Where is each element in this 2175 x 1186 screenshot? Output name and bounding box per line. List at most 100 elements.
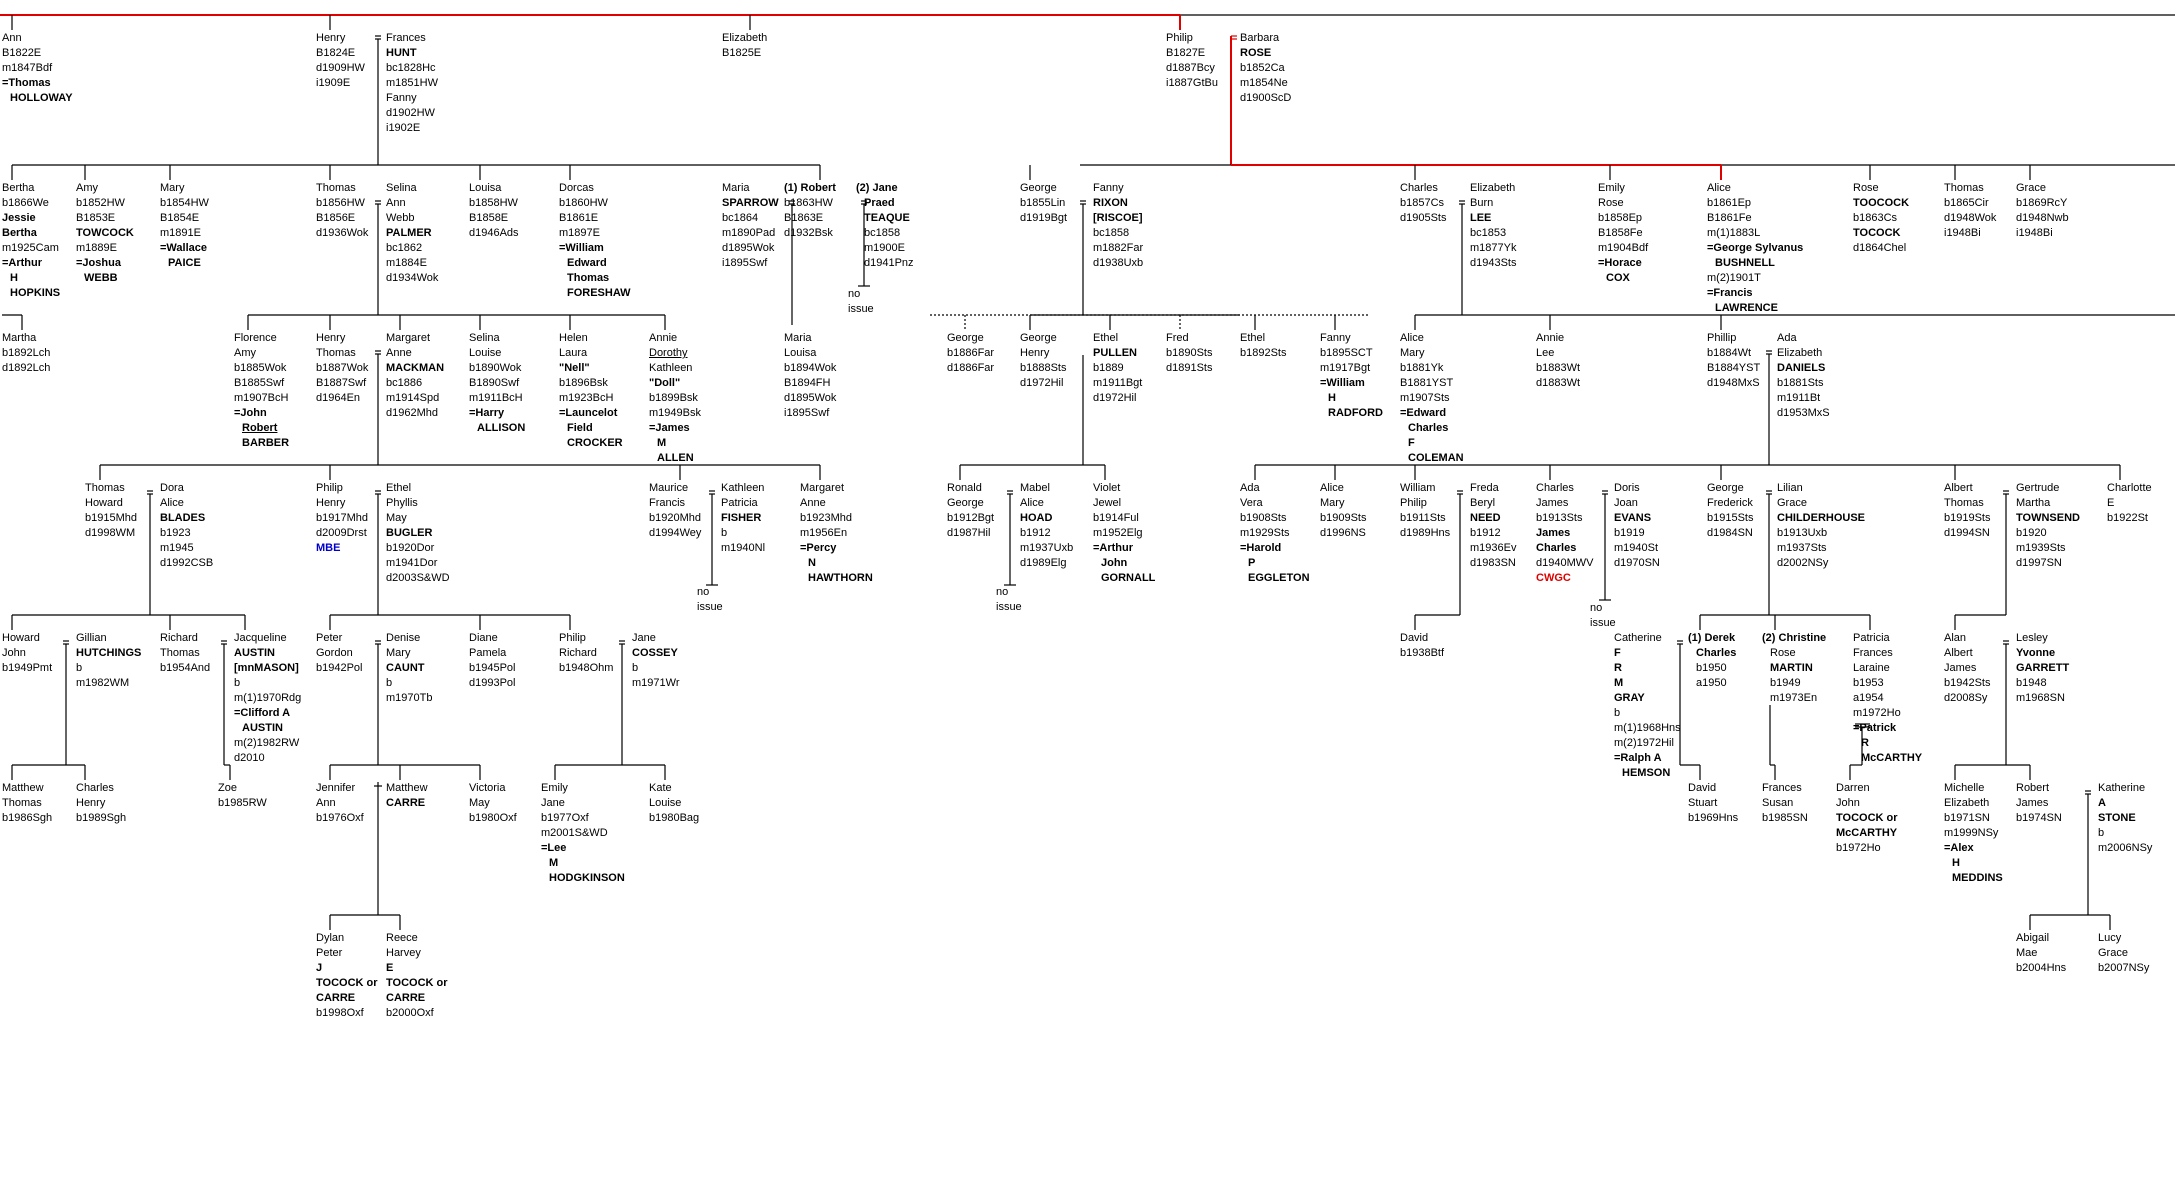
person-line: b1866We: [2, 197, 49, 209]
person-line: AUSTIN: [242, 722, 283, 734]
person-line: Grace: [1777, 497, 1807, 509]
person-line: Zoe: [218, 782, 237, 794]
person-line: George: [1020, 332, 1057, 344]
person-line: Patricia: [721, 497, 758, 509]
person-line: m1890Pad: [722, 227, 776, 239]
person-line: Selina: [386, 182, 417, 194]
person-line: d1900ScD: [1240, 92, 1292, 104]
person-line: James: [1944, 662, 1977, 674]
person-line: d1943Sts: [1470, 257, 1517, 269]
person-line: b: [721, 527, 728, 539]
person-line: Alan: [1944, 632, 1967, 644]
person-line: Fred: [1166, 332, 1189, 344]
person-line: Catherine: [1614, 632, 1662, 644]
person-line: Patricia: [1853, 632, 1890, 644]
person-line: David: [1400, 632, 1429, 644]
person-line: Matthew: [2, 782, 44, 794]
person-line: Ethel: [1240, 332, 1266, 344]
person-line: issue: [848, 303, 874, 315]
person-line: b1913Uxb: [1777, 527, 1828, 539]
person-line: Doris: [1614, 482, 1640, 494]
person-line: b1890Wok: [469, 362, 522, 374]
person-line: TEAQUE: [864, 212, 910, 224]
person-line: b1998Oxf: [316, 1007, 364, 1019]
person-line: d1994SN: [1944, 527, 1990, 539]
person-line: COLEMAN: [1408, 452, 1464, 464]
person-line: FORESHAW: [567, 287, 631, 299]
person-line: SPARROW: [722, 197, 779, 209]
person-line: d1992CSB: [160, 557, 214, 569]
person-line: m1911Bt: [1777, 392, 1821, 404]
person-line: b1887Wok: [316, 362, 369, 374]
person-line: b2004Hns: [2016, 962, 2067, 974]
person-line: bc1858: [1093, 227, 1130, 239]
person-line: bc1853: [1470, 227, 1507, 239]
person-line: Robert: [242, 422, 278, 434]
person-line: CROCKER: [567, 437, 623, 449]
person-line: HAWTHORN: [808, 572, 873, 584]
person-line: i1948Bi: [2016, 227, 2053, 239]
person-line: m1952Elg: [1093, 527, 1143, 539]
person-line: b1912Bgt: [947, 512, 995, 524]
person-line: Louisa: [784, 347, 817, 359]
person-line: AUSTIN: [234, 647, 275, 659]
person-line: Rose: [1853, 182, 1879, 194]
person-line: R: [1861, 737, 1869, 749]
person-line: McCARTHY: [1836, 827, 1898, 839]
person-line: b1858HW: [469, 197, 518, 209]
person-line: Albert: [1944, 647, 1973, 659]
person-line: b1919: [1614, 527, 1645, 539]
person-line: d2010: [234, 752, 265, 764]
person-line: Mary: [386, 647, 411, 659]
person-line: m1929Sts: [1240, 527, 1290, 539]
person-line: d1941Pnz: [864, 257, 914, 269]
person-line: m1914Spd: [386, 392, 440, 404]
person-line: =Alex: [1944, 842, 1974, 854]
person-line: CARRE: [316, 992, 356, 1004]
person-line: TOWNSEND: [2016, 512, 2080, 524]
person-line: b1920Mhd: [649, 512, 701, 524]
person-line: [mnMASON]: [234, 662, 299, 674]
person-line: Fanny: [1320, 332, 1351, 344]
person-line: H: [1328, 392, 1336, 404]
person-line: b1852HW: [76, 197, 125, 209]
person-line: d1909HW: [316, 62, 365, 74]
person-line: b1920: [2016, 527, 2047, 539]
person-line: b1974SN: [2016, 812, 2062, 824]
person-line: bc1828Hc: [386, 62, 436, 74]
person-line: Kathleen: [649, 362, 693, 374]
person-line: b: [76, 662, 83, 674]
person-line: Frances: [1853, 647, 1893, 659]
person-line: DANIELS: [1777, 362, 1826, 374]
person-line: HOPKINS: [10, 287, 61, 299]
person-line: b1949Pmt: [2, 662, 53, 674]
person-line: Martha: [2016, 497, 2051, 509]
person-line: d1934Wok: [386, 272, 439, 284]
person-line: Alice: [1707, 182, 1731, 194]
person-line: May: [469, 797, 490, 809]
person-line: Grace: [2098, 947, 2128, 959]
person-line: M: [549, 857, 559, 869]
person-line: Helen: [559, 332, 588, 344]
